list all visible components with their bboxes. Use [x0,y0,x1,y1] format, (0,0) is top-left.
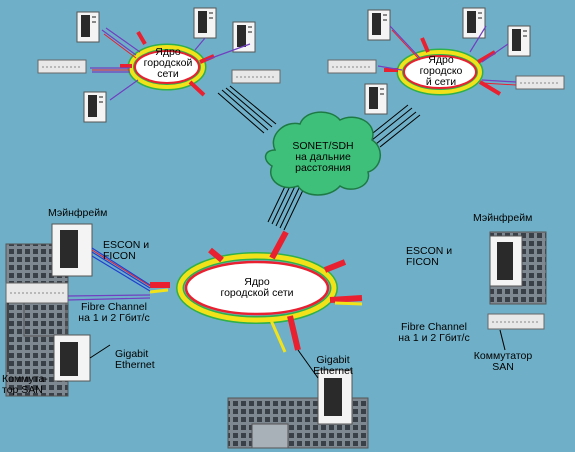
right-site-building [487,231,547,351]
bottom-site-building [227,349,369,449]
sonet-cloud [264,111,381,196]
core-label-center: Ядро городской сети [220,276,294,299]
core-ring-top-right [384,37,502,96]
right-fibre-label: Fibre Channel на 1 и 2 Гбит/с [398,321,470,344]
left-gigabit-label: Gigabit Ethernet [115,348,155,371]
right-switch-label: Коммутатор SAN [473,350,533,373]
trunk-lines [217,85,421,231]
core-label-top-left: Ядро городской сети [143,46,193,80]
left-switch-label: Коммута- тор SAN [2,373,48,396]
right-mainframe-label: Мэйнфрейм [473,212,533,224]
right-escon-label: ESCON и FICON [406,245,453,268]
left-site-building [5,223,151,397]
core-label-top-right: Ядро городско й сети [419,54,463,88]
core-ring-center [149,230,363,353]
left-fibre-label: Fibre Channel на 1 и 2 Гбит/с [78,301,150,324]
left-escon-label: ESCON и FICON [103,239,150,262]
left-mainframe-label: Мэйнфрейм [48,207,108,219]
cloud-label: SONET/SDH на дальние расстояния [292,140,354,174]
bottom-gigabit-label: Gigabit Ethernet [313,354,353,377]
top-left-devices [37,7,281,123]
top-right-devices [327,7,565,115]
